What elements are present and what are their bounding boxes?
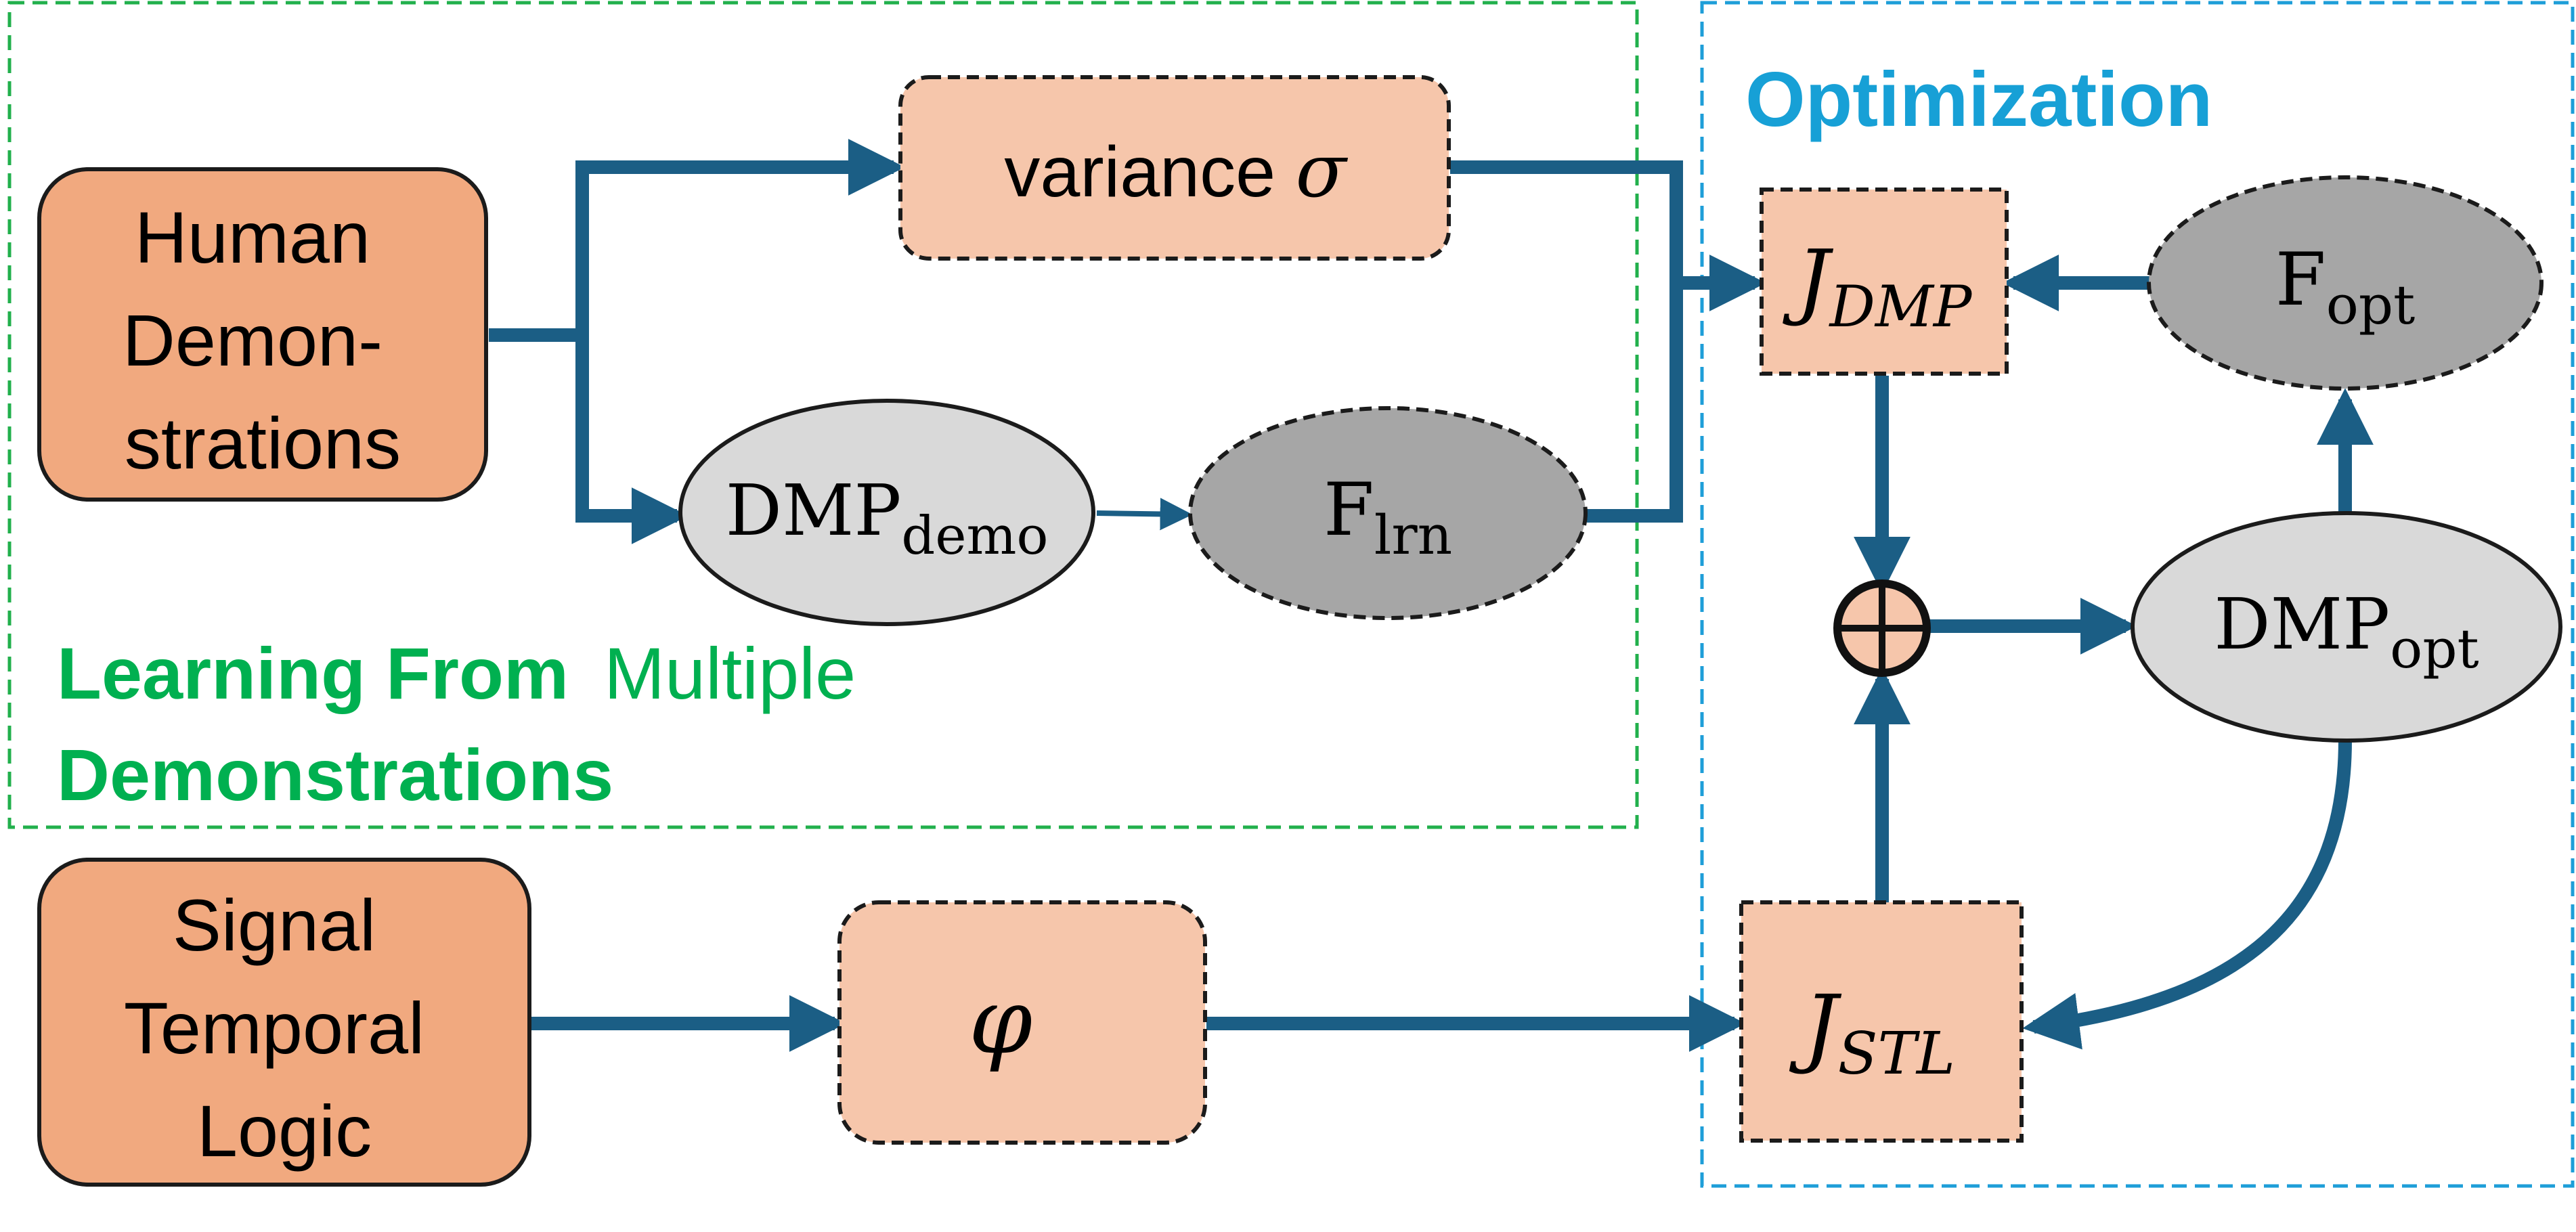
dmp-opt-sub: opt: [2390, 617, 2479, 680]
f-lrn-sub: lrn: [1374, 504, 1452, 567]
stl-line-2: Temporal: [124, 987, 424, 1069]
learning-title-regular: Multiple: [604, 632, 856, 714]
dmp-demo-node: DMPdemo: [678, 399, 1095, 626]
dmp-demo-sub: demo: [901, 506, 1048, 567]
learning-title-bold: Learning From: [57, 632, 569, 714]
j-dmp-sub: DMP: [1829, 273, 1973, 340]
f-lrn-main: F: [1324, 468, 1374, 552]
learning-region-border: [7, 1, 1639, 829]
arrow-human-to-dmp-demo: [575, 335, 689, 544]
variance-node: variance σ: [898, 75, 1451, 261]
svg-text:DMPdemo: DMPdemo: [726, 469, 1049, 567]
human-demos-line-1: Human: [135, 196, 370, 278]
j-stl-sub: STL: [1838, 1020, 1955, 1088]
phi-node: φ: [837, 900, 1207, 1145]
svg-text:DMPopt: DMPopt: [2214, 583, 2479, 680]
connectors: [489, 139, 2374, 1052]
arrow-flrn-to-jdmp: [1587, 283, 1683, 523]
svg-text:Fopt: Fopt: [2275, 238, 2415, 336]
learning-region-title: Learning From Multiple: [57, 632, 856, 714]
f-opt-sub: opt: [2326, 273, 2416, 336]
human-demos-line-3: strations: [125, 402, 401, 484]
dmp-demo-main: DMP: [726, 469, 902, 552]
f-lrn-node: Flrn: [1188, 406, 1588, 620]
arrow-dmp-demo-to-flrn: [1096, 498, 1193, 531]
stl-line-1: Signal: [173, 884, 376, 966]
variance-label: variance: [1004, 132, 1295, 212]
human-demos-line-2: Demon-: [123, 299, 383, 381]
optimization-region-title: Optimization: [1745, 57, 2212, 143]
arrow-dmp-opt-to-jstl: [2022, 739, 2352, 1050]
stl-line-3: Logic: [197, 1090, 372, 1172]
f-opt-node: Fopt: [2147, 175, 2544, 391]
optimization-region-border: [1700, 1, 2575, 1188]
svg-text:Flrn: Flrn: [1324, 468, 1452, 567]
svg-text:variance σ: variance σ: [1004, 127, 1348, 214]
circle-plus-icon: [1833, 579, 1931, 677]
phi-symbol: φ: [969, 969, 1032, 1074]
j-dmp-node: JDMP: [1760, 188, 2009, 376]
signal-temporal-logic-node: Signal Temporal Logic: [37, 858, 531, 1187]
arrow-human-to-variance: [575, 139, 905, 335]
learning-region-title-line2: Demonstrations: [57, 734, 613, 816]
arrow-variance-to-jdmp: [1450, 160, 1766, 311]
sigma-symbol: σ: [1296, 127, 1349, 214]
f-opt-main: F: [2275, 238, 2326, 322]
svg-text:JDMP: JDMP: [1783, 232, 1973, 340]
dmp-opt-node: DMPopt: [2131, 511, 2562, 743]
j-stl-node: JSTL: [1739, 900, 2024, 1143]
dmp-opt-main: DMP: [2214, 583, 2390, 665]
svg-text:Signal Temporal Lo: Signal Temporal Logic: [124, 884, 445, 1172]
svg-text:Human Demon- strat: Human Demon- strations: [123, 196, 403, 484]
human-demonstrations-node: Human Demon- strations: [37, 167, 488, 502]
